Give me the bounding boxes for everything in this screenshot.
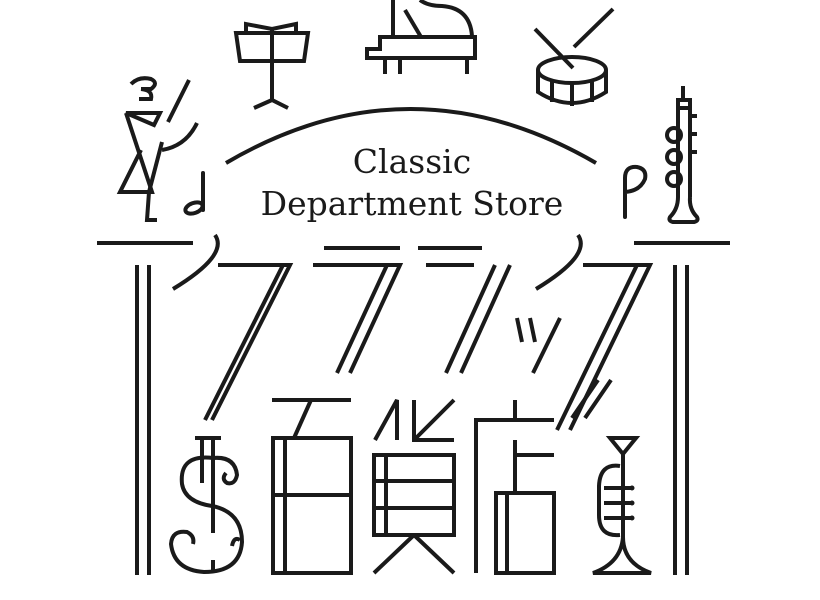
music-stand-icon <box>233 21 311 110</box>
arch-line <box>224 107 598 165</box>
english-title-line2: Department Store <box>261 184 564 223</box>
half-note-icon <box>183 171 205 216</box>
quarter-note-icon <box>623 164 648 219</box>
conductor-icon <box>116 76 199 222</box>
drum-icon <box>533 7 615 106</box>
trumpet-icon <box>592 436 652 575</box>
japanese-title-art <box>171 233 654 575</box>
double-bass-icon <box>168 436 245 575</box>
english-title-line1: Classic <box>353 142 471 181</box>
grand-piano-icon <box>365 0 477 74</box>
right-pillar <box>673 265 689 575</box>
left-pillar <box>135 265 151 575</box>
clarinet-icon <box>665 86 700 224</box>
